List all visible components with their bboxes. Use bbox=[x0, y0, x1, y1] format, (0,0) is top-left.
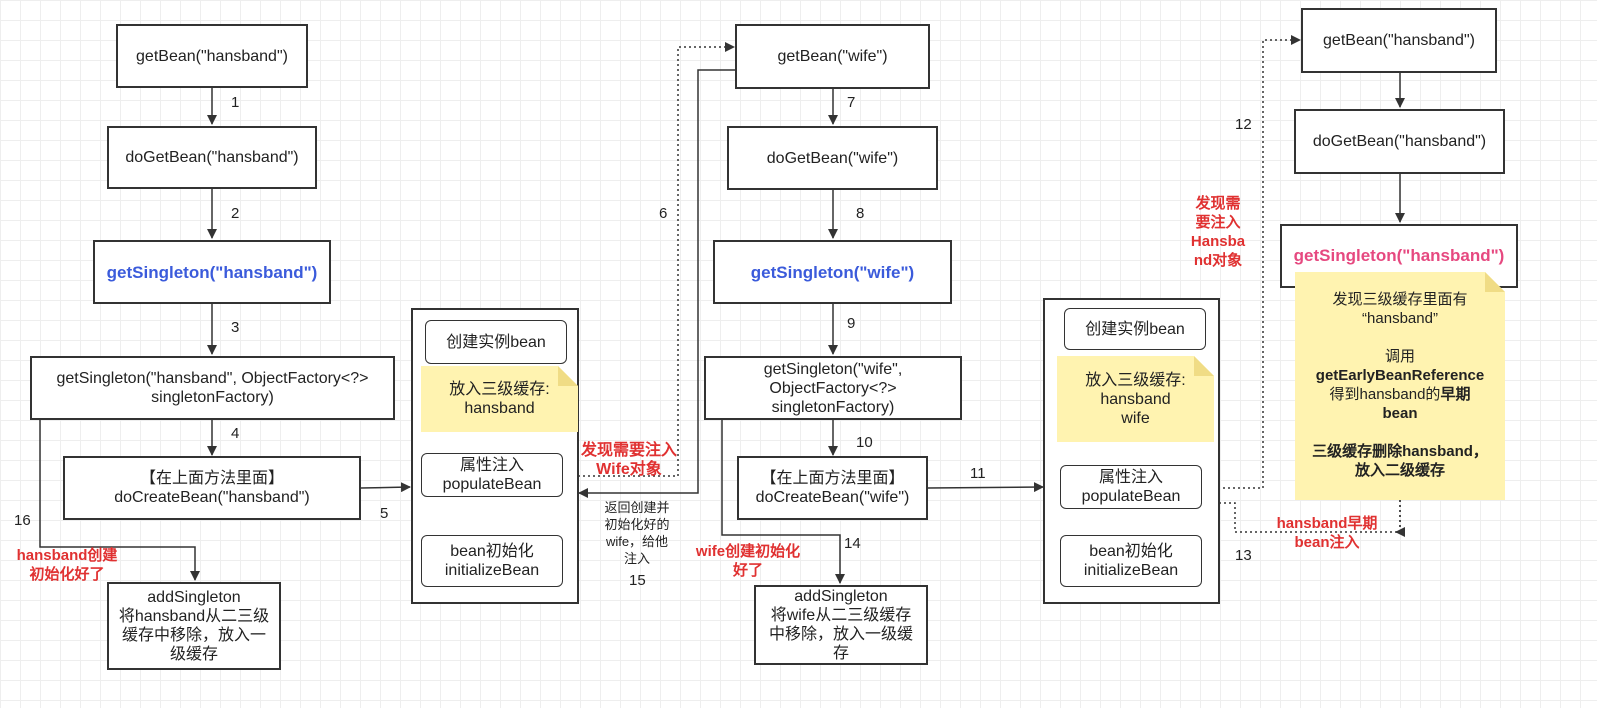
create-instance-bean-box-2[interactable]: 创建实例bean bbox=[1064, 308, 1206, 350]
step-number-6: 6 bbox=[659, 205, 668, 222]
get-singleton-hansband-box[interactable]: getSingleton("hansband") bbox=[93, 240, 331, 304]
step-number-2: 2 bbox=[231, 205, 240, 222]
step-number-7: 7 bbox=[847, 94, 856, 111]
note3-line8: 放入二级缓存 bbox=[1354, 462, 1445, 479]
do-get-bean-hansband-box-2[interactable]: doGetBean("hansband") bbox=[1294, 109, 1505, 174]
note3-line3: 调用 bbox=[1384, 348, 1415, 365]
add-singleton-hansband-box[interactable]: addSingleton 将hansband从二三级 缓存中移除，放入一 级缓存 bbox=[107, 582, 281, 670]
hansband-created-label: hansband创建 初始化好了 bbox=[16, 547, 118, 583]
initialize-bean-box-2[interactable]: bean初始化 initializeBean bbox=[1060, 535, 1202, 587]
get-bean-hansband-box-2[interactable]: getBean("hansband") bbox=[1301, 8, 1497, 73]
third-level-cache-note-wife: 放入三级缓存: hansband wife bbox=[1057, 356, 1214, 442]
get-bean-hansband-box[interactable]: getBean("hansband") bbox=[116, 24, 308, 88]
step-number-5: 5 bbox=[380, 505, 389, 522]
step-number-13: 13 bbox=[1235, 547, 1252, 564]
arrow-dotted-to-label bbox=[1395, 500, 1405, 537]
arrow-14 bbox=[721, 420, 845, 584]
do-get-bean-hansband-box[interactable]: doGetBean("hansband") bbox=[107, 126, 317, 189]
wife-created-label: wife创建初始化 好了 bbox=[695, 543, 801, 579]
step-number-4: 4 bbox=[231, 425, 240, 442]
found-need-inject-wife-label: 发现需要注入 Wife对象 bbox=[580, 442, 677, 478]
do-create-bean-hansband-box[interactable]: 【在上面方法里面】 doCreateBean("hansband") bbox=[63, 456, 361, 520]
note3-line5: 得到hansband的早期 bbox=[1301, 385, 1499, 404]
get-singleton-factory-wife-box[interactable]: getSingleton("wife", ObjectFactory<?> si… bbox=[704, 356, 962, 420]
do-create-bean-wife-box[interactable]: 【在上面方法里面】 doCreateBean("wife") bbox=[737, 456, 928, 520]
populate-bean-box-2[interactable]: 属性注入 populateBean bbox=[1060, 465, 1202, 509]
populate-bean-box[interactable]: 属性注入 populateBean bbox=[421, 453, 563, 497]
step-number-12: 12 bbox=[1235, 116, 1252, 133]
get-bean-wife-box[interactable]: getBean("wife") bbox=[735, 24, 930, 89]
do-get-bean-wife-box[interactable]: doGetBean("wife") bbox=[727, 126, 938, 190]
arrow-dotted-12 bbox=[1203, 35, 1301, 489]
step-number-10: 10 bbox=[856, 434, 873, 451]
arrow-16 bbox=[39, 420, 200, 581]
hansband-early-inject-label: hansband早期 bean注入 bbox=[1276, 515, 1378, 551]
step-number-16: 16 bbox=[14, 512, 31, 529]
third-level-cache-note-hansband: 放入三级缓存: hansband bbox=[421, 366, 578, 432]
note3-line7: 三级缓存删除hansband， bbox=[1312, 443, 1488, 460]
note3-line6: bean bbox=[1382, 405, 1418, 422]
arrow-return-15 bbox=[578, 69, 736, 498]
step-number-9: 9 bbox=[847, 315, 856, 332]
step-number-11: 11 bbox=[970, 465, 986, 482]
initialize-bean-box[interactable]: bean初始化 initializeBean bbox=[421, 535, 563, 587]
add-singleton-wife-box[interactable]: addSingleton 将wife从二三级缓存 中移除，放入一级缓 存 bbox=[754, 585, 928, 665]
arrow-dotted-6 bbox=[563, 42, 735, 477]
arrow-5 bbox=[360, 482, 411, 493]
note3-line5-bold: 早期 bbox=[1440, 386, 1471, 403]
arrow-11 bbox=[927, 482, 1044, 493]
third-level-cache-found-note: 发现三级缓存里面有 “hansband” 调用 getEarlyBeanRefe… bbox=[1295, 272, 1505, 500]
note3-line1: 发现三级缓存里面有 bbox=[1332, 291, 1468, 308]
note3-line5-pre: 得到hansband的 bbox=[1329, 386, 1441, 403]
step-number-15: 15 bbox=[629, 572, 646, 589]
get-singleton-wife-box[interactable]: getSingleton("wife") bbox=[713, 240, 952, 304]
step-number-1: 1 bbox=[231, 94, 240, 111]
get-singleton-factory-hansband-box[interactable]: getSingleton("hansband", ObjectFactory<?… bbox=[30, 356, 395, 420]
found-need-inject-hansband-label: 发现需 要注入 Hansba nd对象 bbox=[1190, 195, 1246, 269]
note3-line4: getEarlyBeanReference bbox=[1315, 367, 1485, 384]
create-instance-bean-box[interactable]: 创建实例bean bbox=[425, 320, 567, 364]
return-created-wife-label: 返回创建并 初始化好的 wife，给他 注入 bbox=[604, 500, 670, 566]
step-number-3: 3 bbox=[231, 319, 240, 336]
step-number-8: 8 bbox=[856, 205, 865, 222]
note3-line2: “hansband” bbox=[1362, 310, 1438, 327]
step-number-14: 14 bbox=[844, 535, 861, 552]
